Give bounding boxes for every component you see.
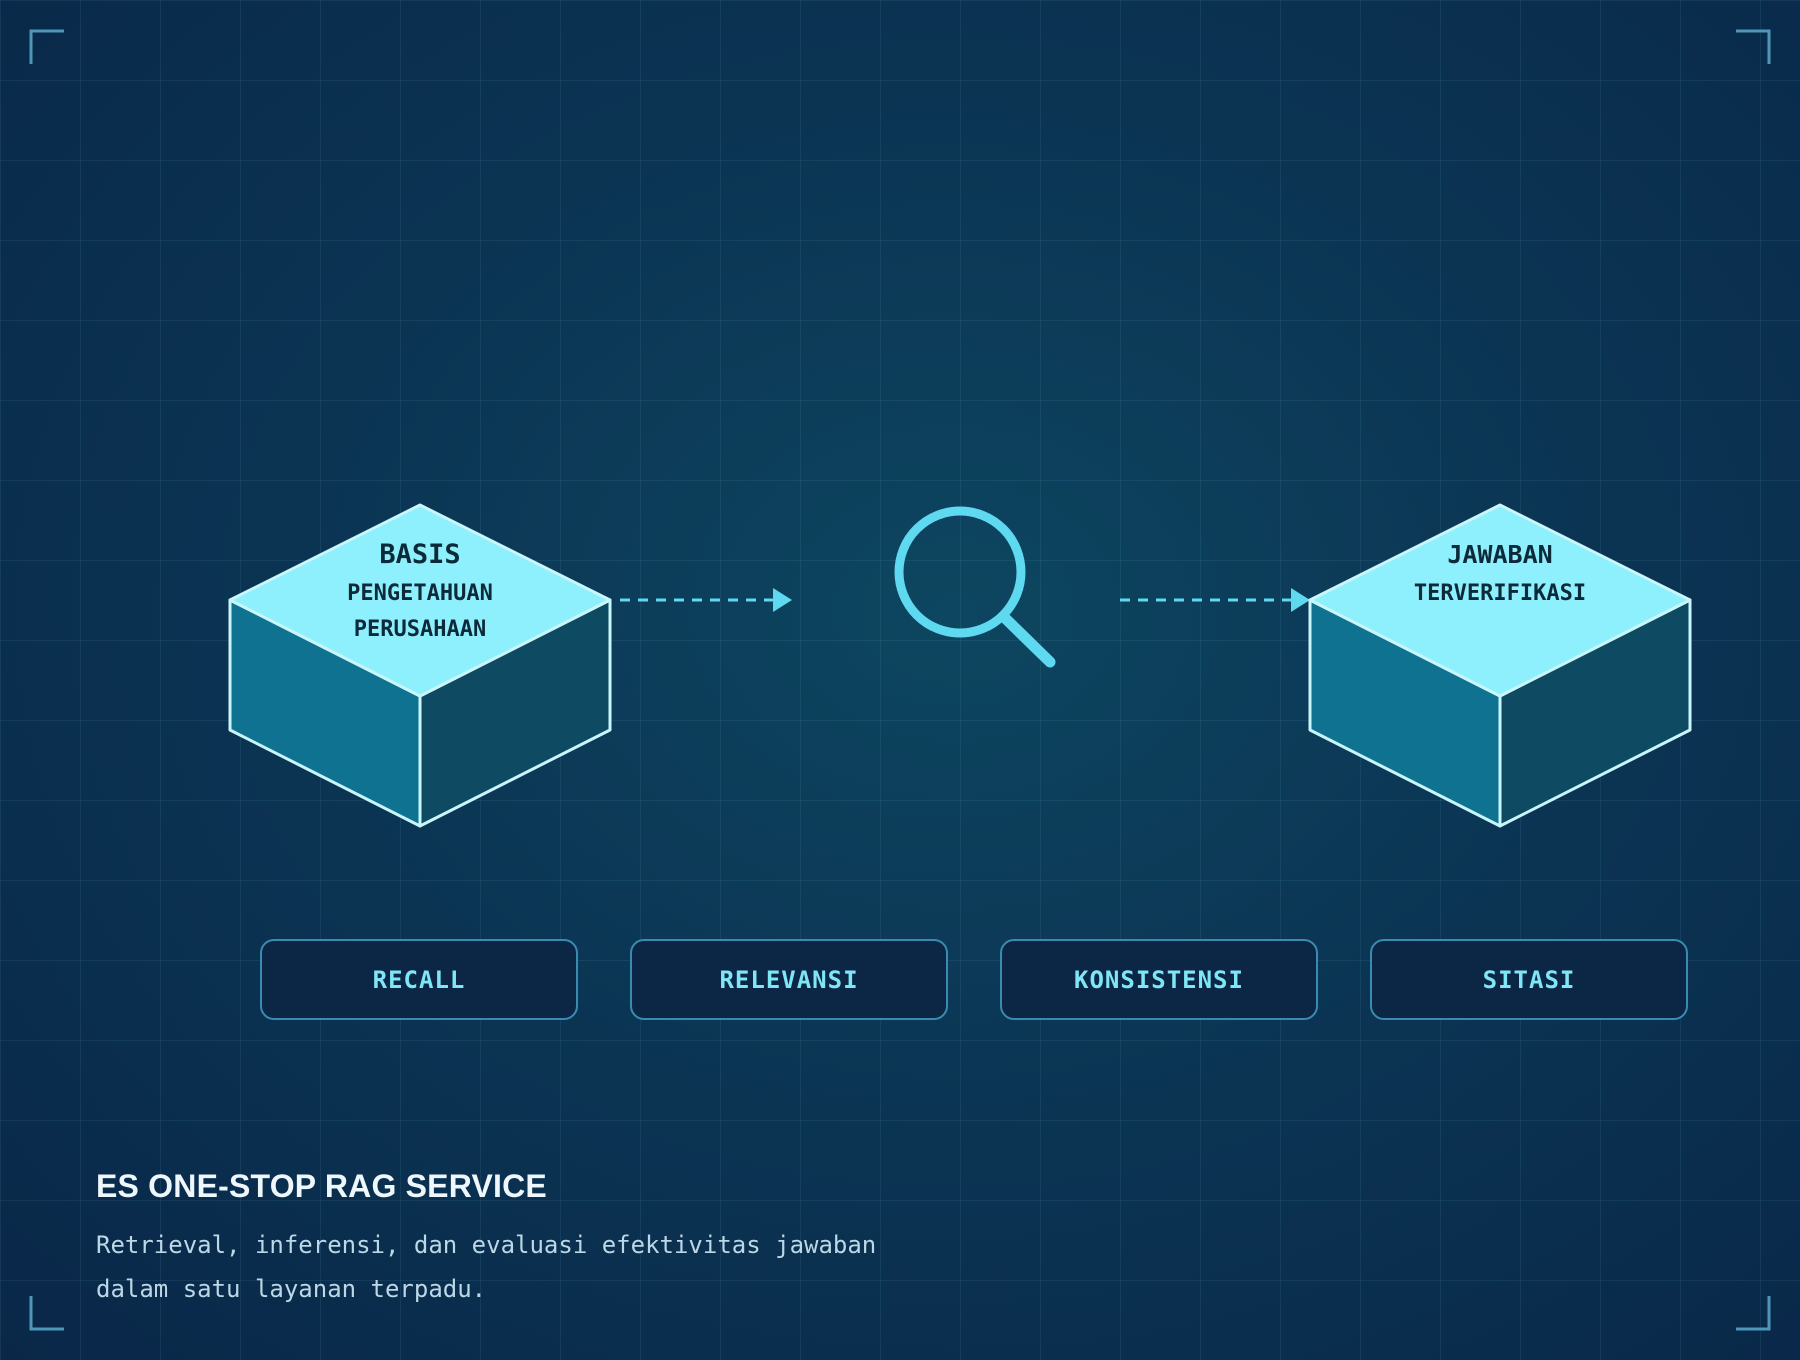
knowledge-base-label-line3: PERUSAHAAN [354,617,486,642]
footer: ES ONE-STOP RAG SERVICE Retrieval, infer… [96,1168,1296,1311]
cube-top-face [228,503,612,698]
metric-consistency-button[interactable]: KONSISTENSI [1000,939,1318,1020]
flow-arrow-to-search-head [773,588,792,612]
verified-answer-cube: JAWABAN TERVERIFIKASI [1308,503,1692,828]
metrics-row: RECALL RELEVANSI KONSISTENSI SITASI [260,939,1691,1024]
knowledge-base-cube: BASIS PENGETAHUAN PERUSAHAAN [228,503,612,828]
service-description: Retrieval, inferensi, dan evaluasi efekt… [96,1231,877,1303]
cube-top-face [1308,503,1692,698]
metric-relevance-button[interactable]: RELEVANSI [630,939,948,1020]
corner-bracket-top-left [29,29,64,64]
metric-citation-button[interactable]: SITASI [1370,939,1688,1020]
flow-arrow-to-answer-head [1291,588,1310,612]
knowledge-base-label-line2: PENGETAHUAN [347,581,493,606]
corner-bracket-top-right [1736,29,1771,64]
search-icon [894,506,1056,668]
knowledge-base-label-line1: BASIS [379,539,460,570]
corner-bracket-bottom-left [29,1296,64,1331]
search-icon-handle [1000,613,1056,668]
flow-arrow-to-search [620,588,792,612]
metric-recall-button[interactable]: RECALL [260,939,578,1020]
search-icon-lens [894,506,1026,638]
verified-answer-label-line1: JAWABAN [1447,540,1552,569]
service-title: ES ONE-STOP RAG SERVICE [96,1168,547,1204]
flow-arrow-to-answer [1120,588,1310,612]
corner-brackets [29,29,1771,1331]
verified-answer-label-line2: TERVERIFIKASI [1414,581,1586,606]
corner-bracket-bottom-right [1736,1296,1771,1331]
